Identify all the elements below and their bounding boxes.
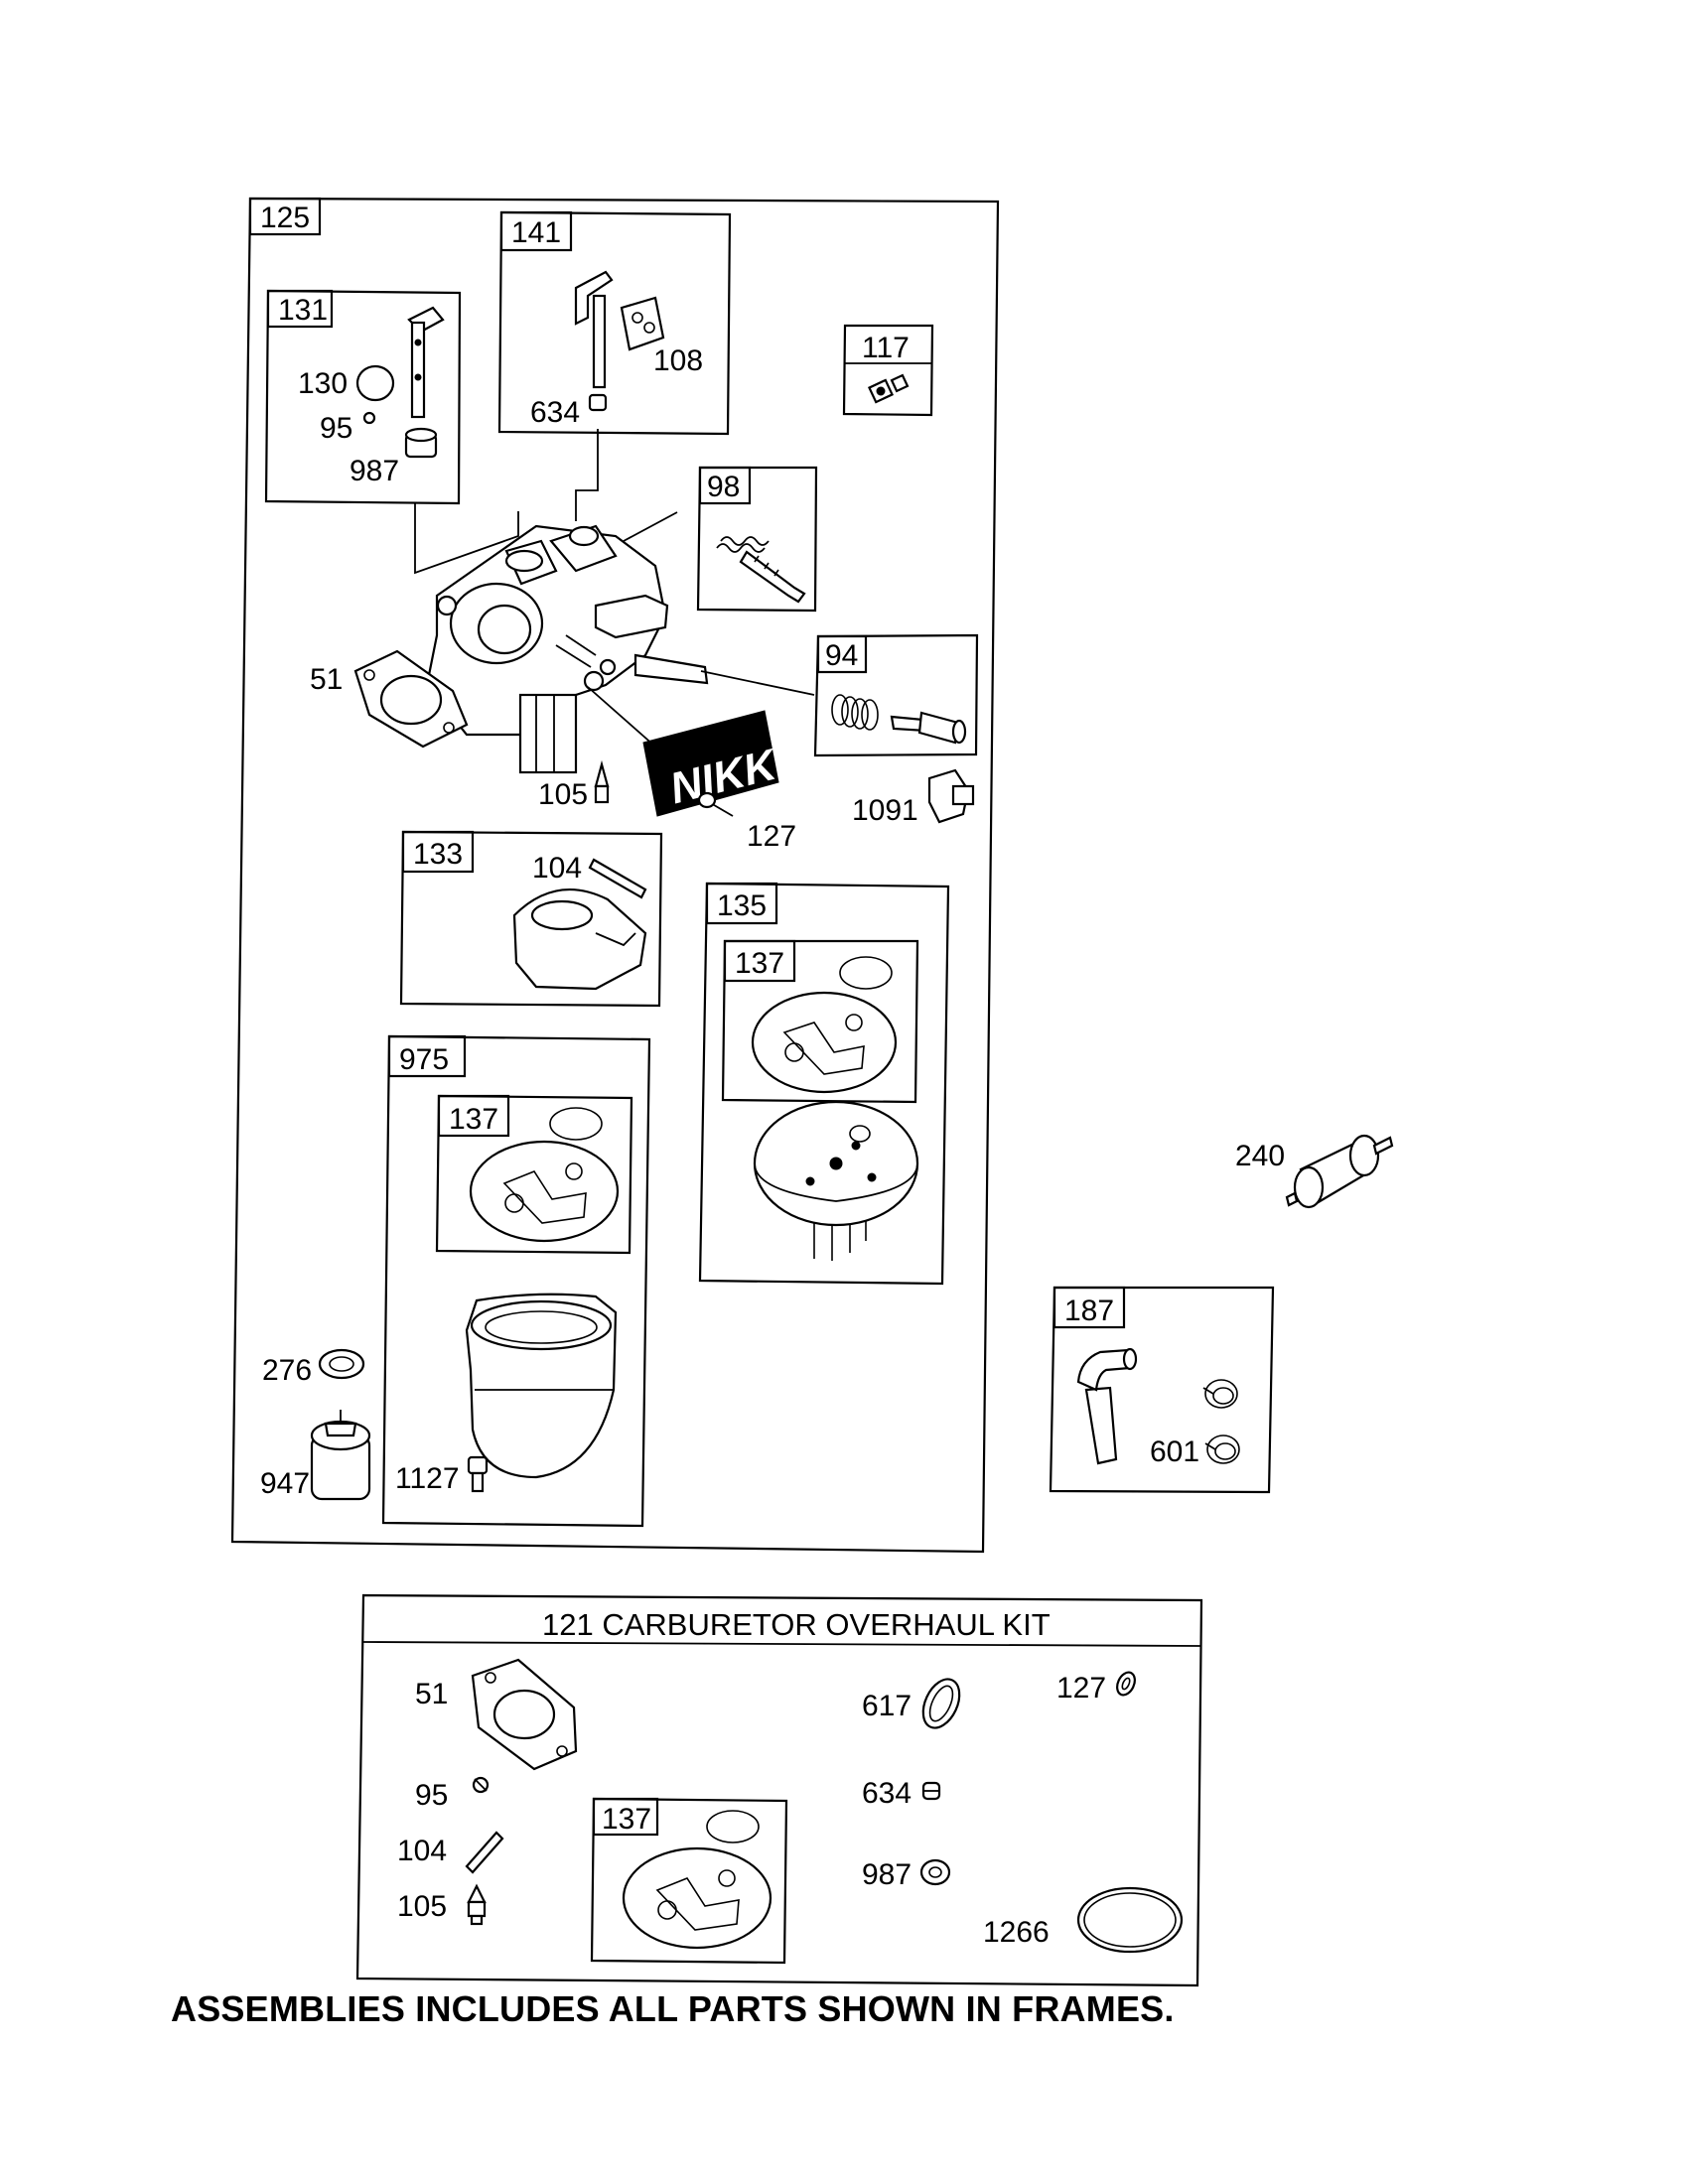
choke-shaft-part <box>574 270 614 389</box>
part-label-1127: 1127 <box>395 1462 460 1495</box>
kit-title: 121 CARBURETOR OVERHAUL KIT <box>542 1607 1051 1642</box>
frame-187-fuel-line-kit: 187 601 <box>1049 1286 1275 1494</box>
kit-part-label-617: 617 <box>862 1690 912 1722</box>
frame-135-float-bowl-kit: 135 137 <box>698 882 950 1286</box>
frame-121-overhaul-kit: 121 CARBURETOR OVERHAUL KIT 51 95 104 10… <box>355 1593 1203 1987</box>
frame-label-975: 975 <box>399 1043 449 1076</box>
part-label-276: 276 <box>262 1354 312 1387</box>
part-label-947: 947 <box>260 1467 310 1500</box>
frame-label-137-b: 137 <box>449 1103 498 1136</box>
frame-137-gasket-kit-a: 137 <box>721 939 919 1104</box>
frame-label-125: 125 <box>260 202 310 234</box>
o-ring-part <box>549 1107 603 1141</box>
float-needle-part <box>594 759 610 804</box>
nikki-logo: NIKKI <box>642 710 793 817</box>
frame-133-float-kit: 133 104 <box>399 830 663 1008</box>
part-label-987: 987 <box>350 455 399 487</box>
kit-flange-gasket-part <box>471 1658 578 1771</box>
kit-part-label-51: 51 <box>415 1678 448 1710</box>
kit-hinge-pin-part <box>465 1831 504 1874</box>
seal-part <box>404 427 438 459</box>
frame-125-carburetor-assembly: 125 <box>230 197 1000 1554</box>
screw-part <box>362 411 376 425</box>
mixture-spring-part <box>831 694 879 731</box>
plug-part <box>697 791 717 809</box>
frame-137-gasket-kit-c: 137 <box>590 1797 788 1965</box>
frame-label-133: 133 <box>413 838 463 871</box>
solenoid-part <box>927 768 975 824</box>
hose-clamp-part <box>1202 1379 1240 1464</box>
frame-label-117: 117 <box>862 332 910 364</box>
float-part <box>512 887 647 991</box>
kit-o-ring-part <box>706 1810 760 1843</box>
part-label-105: 105 <box>538 778 588 811</box>
washer-part <box>318 1348 365 1380</box>
kit-o-ring-617-part <box>921 1678 961 1729</box>
frame-137-gasket-kit-b: 137 <box>435 1094 633 1255</box>
frame-label-94: 94 <box>825 639 858 672</box>
float-bowl-part <box>465 1293 618 1479</box>
fuel-line-part <box>1076 1347 1138 1465</box>
frame-117-nut-kit: 117 <box>842 324 934 417</box>
kit-bowl-gasket-part <box>622 1846 772 1950</box>
kit-seal-634-part <box>921 1781 941 1801</box>
kit-part-label-987: 987 <box>862 1858 912 1891</box>
idle-screw-part <box>739 550 806 604</box>
hinge-pin-part <box>588 858 647 899</box>
frame-label-137-c: 137 <box>602 1803 651 1836</box>
kit-seal-987-part <box>919 1858 951 1886</box>
frame-label-137-a: 137 <box>735 947 784 980</box>
kit-part-label-104: 104 <box>397 1835 447 1867</box>
gasket-part <box>620 296 665 351</box>
bowl-screw-part <box>467 1455 489 1493</box>
part-label-127: 127 <box>747 820 796 853</box>
kit-plug-part <box>1116 1671 1136 1697</box>
assembly-footnote: ASSEMBLIES INCLUDES ALL PARTS SHOWN IN F… <box>171 1988 1175 2029</box>
part-label-95: 95 <box>320 412 352 445</box>
bowl-gasket-part <box>469 1140 620 1243</box>
frame-975-bowl-kit: 975 137 1127 <box>381 1034 651 1528</box>
fuel-filter-part <box>1285 1134 1394 1209</box>
frame-label-187: 187 <box>1064 1295 1114 1327</box>
kit-part-label-127: 127 <box>1056 1672 1106 1705</box>
part-label-130: 130 <box>298 367 348 400</box>
frame-label-98: 98 <box>707 471 740 503</box>
part-label-104: 104 <box>532 852 582 885</box>
flange-gasket-part <box>353 649 469 749</box>
kit-ring-1266-part <box>1076 1886 1184 1954</box>
frame-131-throttle-shaft-kit: 131 130 95 987 <box>264 289 462 505</box>
o-ring-part <box>839 956 893 990</box>
part-label-240: 240 <box>1235 1140 1285 1172</box>
throttle-shaft-part <box>407 306 445 419</box>
seal-part-634 <box>588 393 608 412</box>
part-label-1091: 1091 <box>852 794 918 827</box>
carburetor-body-part <box>425 524 709 774</box>
fuel-solenoid-part <box>310 1410 371 1501</box>
frame-141-choke-shaft-kit: 141 108 634 <box>497 210 732 436</box>
kit-part-label-105: 105 <box>397 1890 447 1923</box>
throttle-plate-part <box>355 364 395 402</box>
frame-98-idle-screw-kit: 98 <box>696 466 818 613</box>
bowl-plate-part <box>753 1100 919 1261</box>
frame-label-141: 141 <box>511 216 561 249</box>
part-label-51: 51 <box>310 663 343 696</box>
frame-label-135: 135 <box>717 889 767 922</box>
part-label-601: 601 <box>1150 1435 1199 1468</box>
mixture-screw-part <box>890 711 967 745</box>
part-label-108: 108 <box>653 344 703 377</box>
idle-spring-part <box>716 536 770 553</box>
kit-part-label-95: 95 <box>415 1779 448 1812</box>
kit-part-label-1266: 1266 <box>983 1916 1050 1949</box>
bowl-gasket-part <box>751 991 898 1094</box>
kit-part-label-634: 634 <box>862 1777 912 1810</box>
kit-float-needle-part <box>467 1883 487 1926</box>
nut-part <box>868 373 910 404</box>
frame-label-131: 131 <box>278 294 328 327</box>
leader-lines <box>414 429 815 817</box>
frame-94-mixture-screw-kit: 94 <box>813 633 979 757</box>
part-label-634: 634 <box>530 396 580 429</box>
kit-screw-part <box>472 1776 490 1794</box>
